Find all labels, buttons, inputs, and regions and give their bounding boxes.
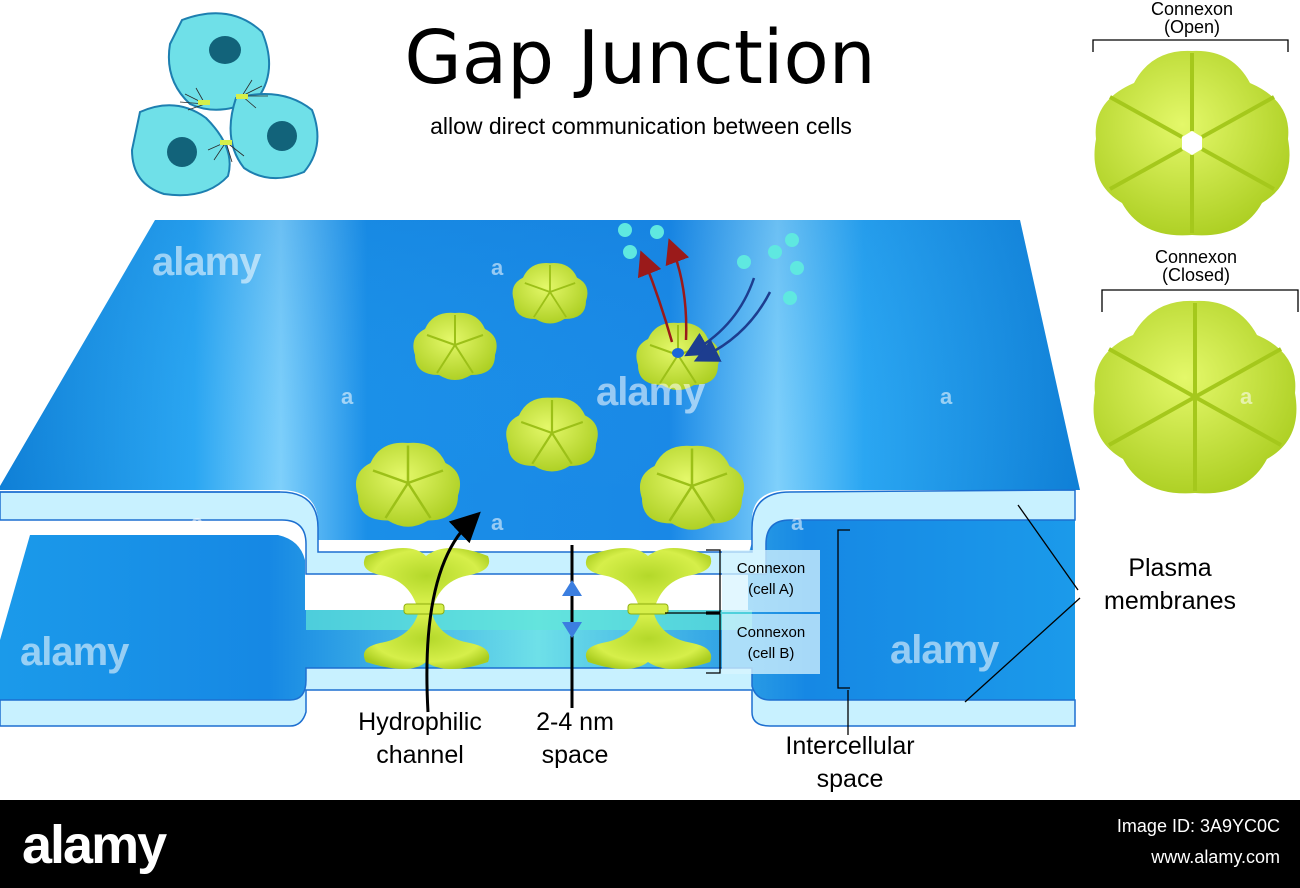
page-subtitle: allow direct communication between cells bbox=[430, 113, 852, 139]
flux-arrows bbox=[637, 238, 772, 362]
hydrophilic-line1: Hydrophilic bbox=[358, 708, 482, 736]
surface-connexon bbox=[413, 312, 497, 380]
watermark-letter: a bbox=[940, 384, 953, 409]
lower-membrane bbox=[0, 520, 1076, 727]
connexon-open-line1: Connexon bbox=[1150, 0, 1234, 19]
channel-connexon-right bbox=[585, 548, 712, 669]
intercellular-line1: Intercellular bbox=[785, 732, 915, 760]
watermark-letter: a bbox=[341, 384, 354, 409]
watermark: alamy bbox=[152, 240, 261, 284]
space-line2: space bbox=[541, 740, 609, 769]
ion-particles bbox=[618, 223, 804, 305]
connexon-closed-label: Connexon (Closed) bbox=[1134, 248, 1258, 284]
intercellular-space-label: Intercellular space bbox=[760, 730, 940, 795]
connexon-b-line1: Connexon bbox=[736, 624, 806, 641]
surface-connexon bbox=[639, 445, 745, 530]
watermark-letter: a bbox=[491, 510, 504, 535]
surface-connexon bbox=[512, 263, 588, 324]
space-label: 2-4 nm space bbox=[515, 706, 635, 771]
footer-logo[interactable]: alamy bbox=[22, 815, 167, 875]
footer-image-id: Image ID: 3A9YC0C bbox=[1116, 816, 1280, 836]
connexon-b-line2: (cell B) bbox=[747, 645, 795, 662]
surface-connexon bbox=[506, 397, 598, 472]
watermark-letter: a bbox=[1240, 384, 1253, 409]
connexon-cell-a-label: Connexon (cell A) bbox=[722, 558, 820, 600]
space-line1: 2-4 nm bbox=[536, 708, 614, 736]
plasma-line1: Plasma bbox=[1128, 554, 1212, 582]
watermark-letter: a bbox=[1240, 254, 1253, 279]
connexon-cell-b-label: Connexon (cell B) bbox=[722, 622, 820, 664]
plasma-membranes-label: Plasma membranes bbox=[1090, 552, 1250, 617]
connexon-a-line2: (cell A) bbox=[748, 581, 794, 598]
connexon-b-box bbox=[722, 614, 820, 674]
watermark: alamy bbox=[20, 630, 129, 674]
footer-url[interactable]: www.alamy.com bbox=[1151, 847, 1280, 867]
watermark-letter: a bbox=[191, 510, 204, 535]
connexon-closed-line1: Connexon bbox=[1154, 247, 1238, 267]
watermark: alamy bbox=[596, 370, 705, 414]
intercellular-line2: space bbox=[816, 764, 884, 793]
connexon-a-box bbox=[722, 550, 820, 612]
surface-connexon bbox=[355, 442, 461, 527]
surface-connexons bbox=[355, 263, 745, 530]
upper-membrane bbox=[0, 220, 1080, 575]
connexon-closed-line2: (Closed) bbox=[1161, 265, 1231, 285]
connexon-open-line2: (Open) bbox=[1163, 17, 1221, 37]
plasma-line2: membranes bbox=[1104, 586, 1236, 615]
annotation-lines bbox=[665, 39, 1299, 735]
space-marker bbox=[562, 545, 582, 708]
page-title: Gap Junction bbox=[404, 15, 876, 101]
connexon-closed-illustration bbox=[1093, 300, 1297, 494]
cells-icon bbox=[130, 12, 319, 197]
watermark-letter: a bbox=[791, 510, 804, 535]
watermark: alamy bbox=[890, 628, 999, 672]
footer-bar: alamy Image ID: 3A9YC0C www.alamy.com bbox=[0, 800, 1300, 888]
hydrophilic-line2: channel bbox=[376, 740, 464, 769]
connexon-open-illustration bbox=[1094, 50, 1290, 236]
hydrophilic-channel-label: Hydrophilic channel bbox=[332, 706, 508, 771]
hydrophilic-arrow bbox=[425, 511, 481, 713]
watermark-letter: a bbox=[491, 255, 504, 280]
connexon-a-line1: Connexon bbox=[736, 560, 806, 577]
connexon-open-label: Connexon (Open) bbox=[1130, 0, 1254, 36]
